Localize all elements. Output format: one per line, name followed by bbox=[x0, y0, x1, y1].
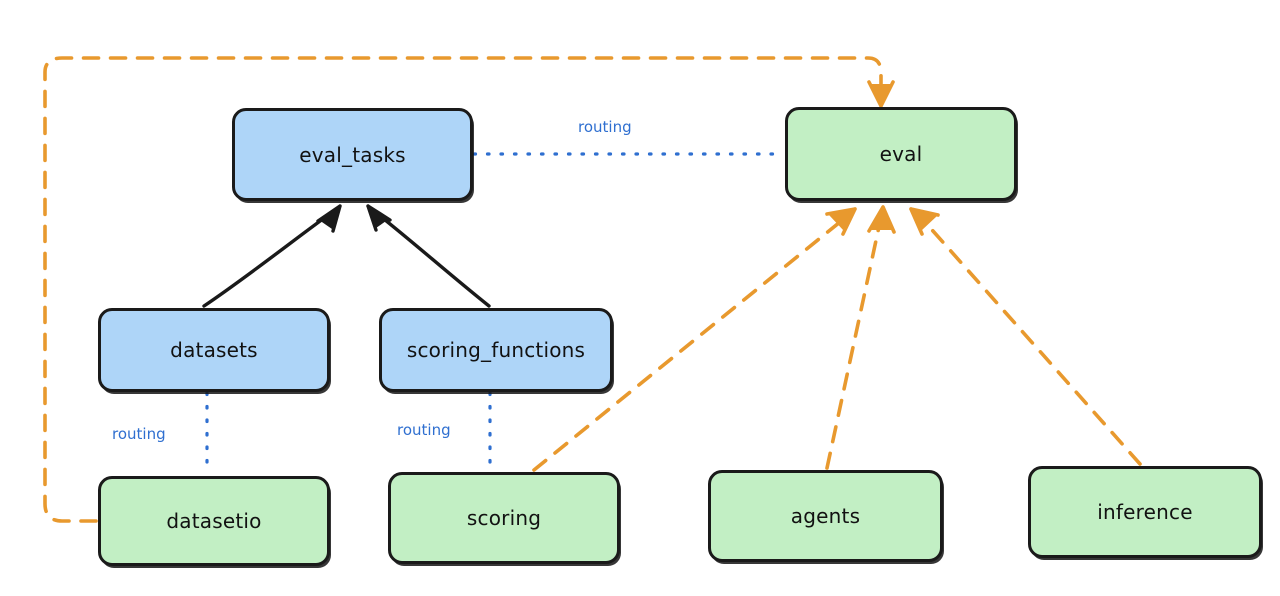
node-eval-tasks[interactable]: eval_tasks bbox=[232, 108, 473, 201]
node-label-eval-tasks: eval_tasks bbox=[299, 142, 406, 167]
edge-datasets-to-eval-tasks bbox=[202, 204, 342, 308]
node-inference[interactable]: inference bbox=[1028, 466, 1262, 558]
node-eval[interactable]: eval bbox=[785, 107, 1017, 201]
node-scoring-functions[interactable]: scoring_functions bbox=[379, 308, 613, 392]
node-scoring[interactable]: scoring bbox=[388, 472, 620, 564]
node-label-scoring-functions: scoring_functions bbox=[406, 338, 586, 362]
edge-scoring-to-eval bbox=[532, 207, 857, 472]
edge-label-routing-eval-tasks-eval: routing bbox=[578, 118, 632, 136]
node-label-datasetio: datasetio bbox=[166, 509, 262, 533]
node-datasets[interactable]: datasets bbox=[98, 308, 330, 392]
node-label-agents: agents bbox=[790, 504, 861, 528]
edge-agents-to-eval bbox=[825, 205, 896, 470]
node-label-scoring: scoring bbox=[466, 506, 542, 530]
edge-label-routing-datasets-datasetio: routing bbox=[112, 425, 166, 443]
edge-datasetio-to-eval bbox=[43, 56, 895, 523]
edge-scoring-functions-to-eval-tasks bbox=[366, 204, 491, 308]
edge-inference-to-eval bbox=[909, 207, 1142, 466]
node-datasetio[interactable]: datasetio bbox=[98, 476, 330, 566]
edge-label-routing-scoring-functions-scoring: routing bbox=[397, 421, 451, 439]
node-label-eval: eval bbox=[879, 142, 923, 166]
node-label-inference: inference bbox=[1097, 500, 1193, 524]
node-agents[interactable]: agents bbox=[708, 470, 943, 562]
node-label-datasets: datasets bbox=[170, 338, 258, 362]
